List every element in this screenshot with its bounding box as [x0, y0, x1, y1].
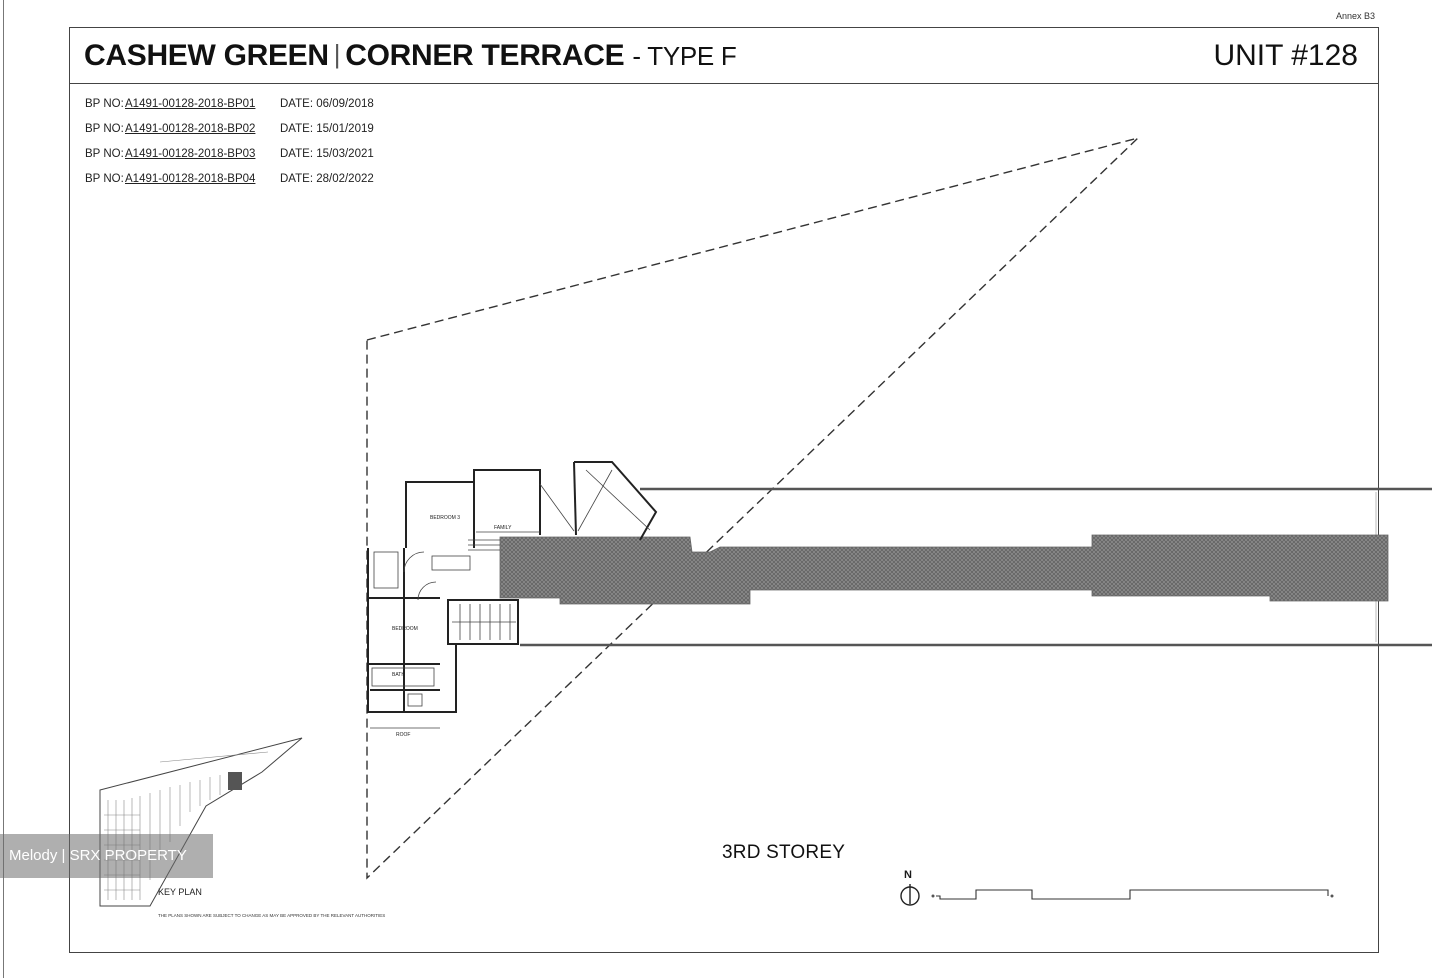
annex-label: Annex B3: [1336, 11, 1376, 21]
bp-label: BP NO:: [85, 148, 124, 160]
disclaimer-text: THE PLANS SHOWN ARE SUBJECT TO CHANGE AS…: [158, 913, 386, 918]
adjacent-roof-strip: [499, 534, 1389, 605]
bp-label: BP NO:: [85, 173, 124, 185]
scale-bar: [936, 889, 1329, 900]
unit-walls: [367, 461, 658, 713]
bp-record: BP NO:A1491-00128-2018-BP04 DATE: 28/02/2…: [85, 173, 374, 198]
unit-details: [370, 469, 651, 729]
bp-date: DATE: 15/01/2019: [280, 123, 374, 135]
bp-record: BP NO:A1491-00128-2018-BP03 DATE: 15/03/2…: [85, 148, 374, 173]
unit-number: UNIT #128: [1213, 39, 1358, 72]
bp-label: BP NO:: [85, 123, 124, 135]
floor-plan-sheet: CASHEW GREEN|CORNER TERRACE - TYPE F UNI…: [69, 27, 1379, 953]
project-title: CASHEW GREEN|CORNER TERRACE - TYPE F: [84, 39, 737, 73]
key-plan-label: KEY PLAN: [158, 887, 202, 897]
key-plan: [99, 737, 303, 907]
storey-label: 3RD STOREY: [722, 842, 846, 863]
room-label-roof: ROOF: [396, 732, 410, 738]
room-label-bedroom-3: BEDROOM 3: [430, 515, 460, 521]
watermark: Melody | SRX PROPERTY: [0, 834, 213, 878]
bp-number: A1491-00128-2018-BP04: [125, 173, 256, 185]
product-name: CORNER TERRACE: [345, 39, 625, 72]
bp-label: BP NO:: [85, 98, 124, 110]
unit-type: - TYPE F: [632, 41, 737, 71]
north-arrow-icon: [900, 884, 920, 906]
bp-date: DATE: 06/09/2018: [280, 98, 374, 110]
bp-record: BP NO:A1491-00128-2018-BP01 DATE: 06/09/2…: [85, 98, 374, 123]
bp-number: A1491-00128-2018-BP02: [125, 123, 256, 135]
north-letter: N: [904, 869, 912, 881]
bp-number: A1491-00128-2018-BP03: [125, 148, 256, 160]
scale-bar-end: [1330, 894, 1334, 898]
key-plan-unit-highlight: [228, 772, 242, 790]
title-bar: CASHEW GREEN|CORNER TERRACE - TYPE F UNI…: [70, 28, 1378, 84]
room-label-bedroom-2: BEDROOM: [392, 626, 418, 632]
page-edge-line: [3, 0, 4, 978]
room-label-family: FAMILY: [494, 525, 512, 531]
title-separator: |: [333, 39, 341, 69]
project-name: CASHEW GREEN: [84, 39, 329, 72]
scale-bar-start: [931, 894, 935, 898]
site-boundary: [366, 136, 1141, 880]
bp-date: DATE: 15/03/2021: [280, 148, 374, 160]
bp-date: DATE: 28/02/2022: [280, 173, 374, 185]
bp-number: A1491-00128-2018-BP01: [125, 98, 256, 110]
bp-record: BP NO:A1491-00128-2018-BP02 DATE: 15/01/2…: [85, 123, 374, 148]
room-label-bath: BATH: [392, 672, 405, 678]
